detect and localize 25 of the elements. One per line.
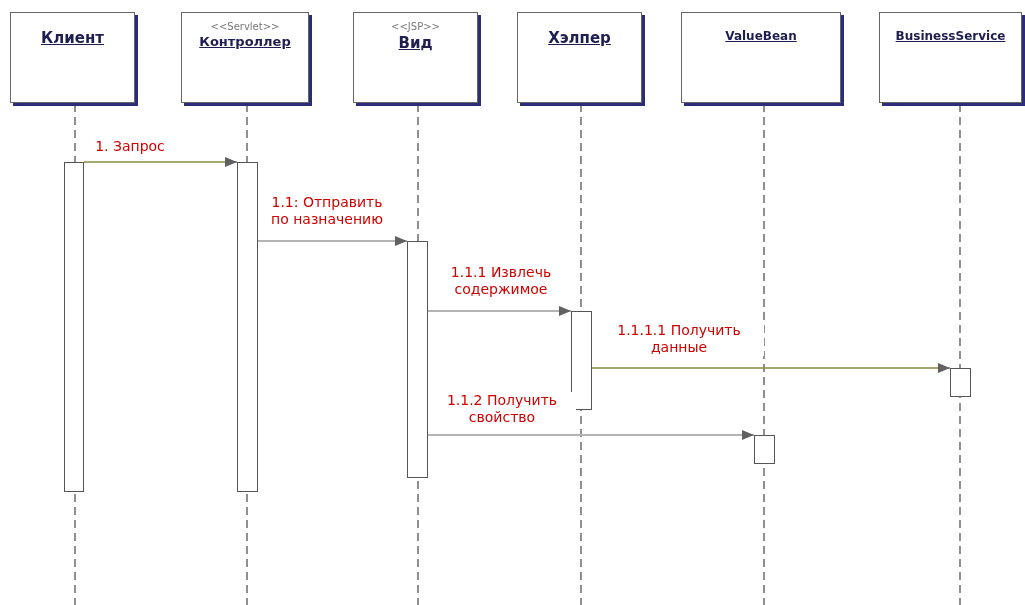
activation-bar xyxy=(754,435,775,464)
participant-box xyxy=(181,12,309,103)
participant-name: Контроллер xyxy=(199,34,291,49)
participant-name: ValueBean xyxy=(725,29,797,43)
participant-box xyxy=(517,12,642,103)
message-arrow xyxy=(591,363,951,373)
participant-box xyxy=(353,12,478,103)
participant-name: Хэлпер xyxy=(548,29,611,47)
activation-bar xyxy=(950,368,971,397)
stereotype-label: <<Servlet>> xyxy=(210,21,280,32)
message-arrow xyxy=(427,430,755,440)
participant-name: BusinessService xyxy=(895,29,1006,43)
participant-box xyxy=(10,12,135,103)
activation-bar xyxy=(237,162,258,492)
participant-name: Вид xyxy=(398,34,433,52)
activation-bar xyxy=(64,162,84,492)
activation-bar xyxy=(571,311,592,410)
stereotype-label: <<JSP>> xyxy=(391,21,440,32)
message-arrow xyxy=(257,236,408,246)
activation-bar xyxy=(407,241,428,478)
participant-box xyxy=(681,12,841,103)
message-arrow xyxy=(427,306,572,316)
participant-box xyxy=(879,12,1022,103)
message-arrow xyxy=(83,157,238,167)
participant-name: Клиент xyxy=(41,29,104,47)
